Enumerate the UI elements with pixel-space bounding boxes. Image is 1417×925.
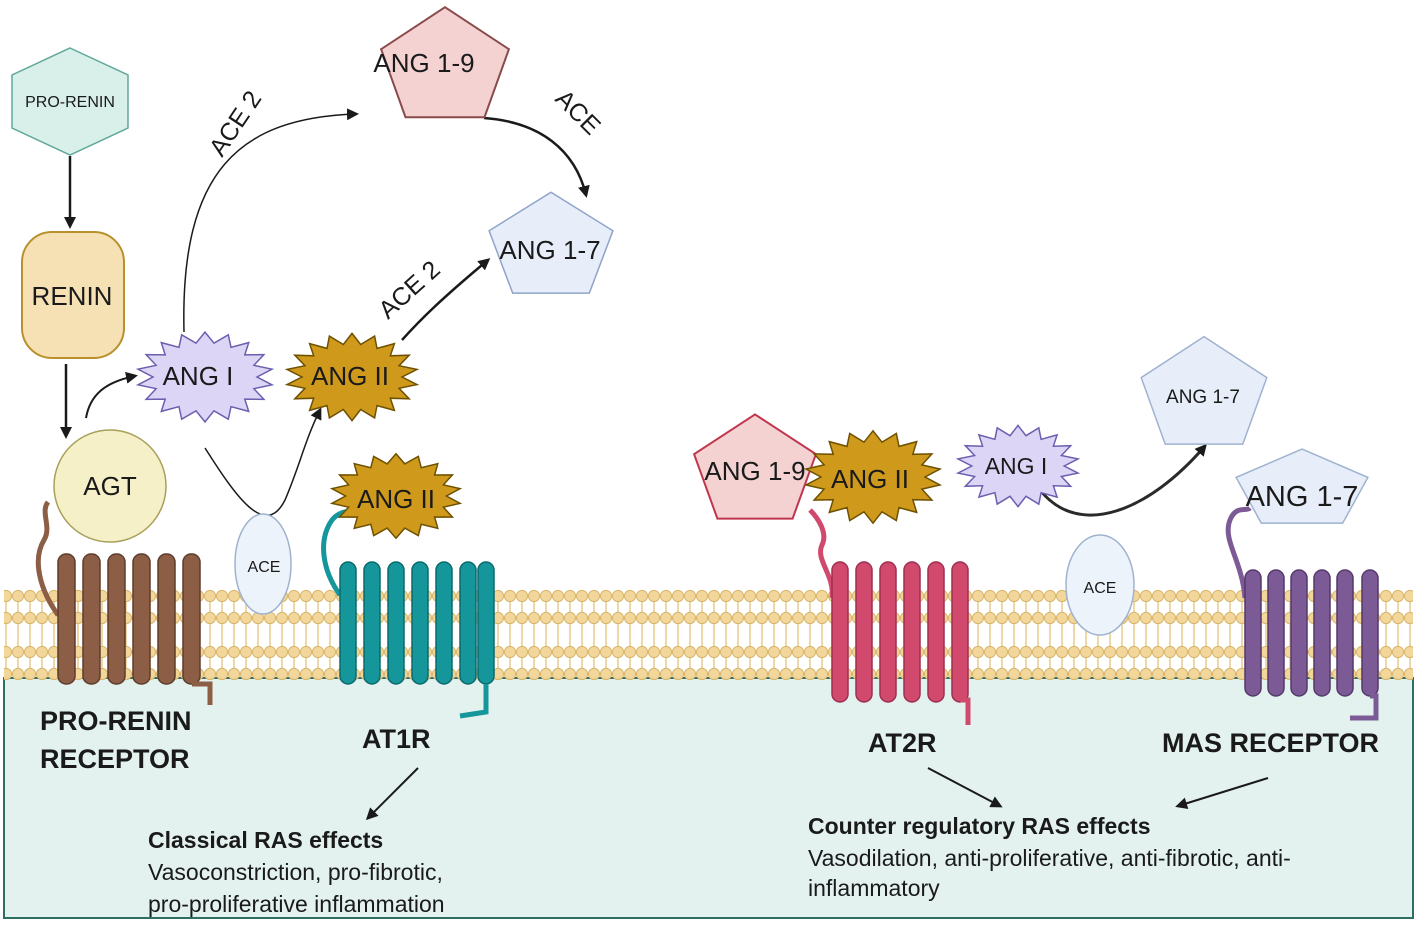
pro-renin-receptor-label-line2: RECEPTOR <box>40 744 190 774</box>
classical-effects-line1: Vasoconstriction, pro-fibrotic, <box>148 859 443 885</box>
ang19-right-pentagon <box>692 413 818 520</box>
ang19-right-label: ANG 1-9 <box>704 456 805 486</box>
renin-label: RENIN <box>32 281 113 311</box>
at1r-receptor <box>321 507 495 719</box>
ace2-lower-label: ACE 2 <box>373 255 445 324</box>
counter-effects-line2: inflammatory <box>808 875 940 901</box>
agt-circle <box>53 429 167 543</box>
arrow-at1r-to-classical <box>365 767 419 821</box>
at2r-label: AT2R <box>868 728 937 758</box>
ang19-top-label: ANG 1-9 <box>373 48 474 78</box>
counter-effects-line1: Vasodilation, anti-proliferative, anti-f… <box>808 845 1291 871</box>
ace-membrane-left-label: ACE <box>248 559 281 576</box>
ang2-right-star <box>803 429 943 525</box>
arrow-at2r-to-counter <box>927 767 1003 808</box>
agt-label: AGT <box>83 471 137 501</box>
pro-renin-hexagon <box>11 47 129 156</box>
ang17-top-pentagon <box>488 191 614 294</box>
arrow-ang1-to-ang2-via-ace <box>204 407 322 516</box>
arrow-agt-to-ang1 <box>85 371 138 419</box>
mas-receptor-label: MAS RECEPTOR <box>1162 728 1379 758</box>
ang1-left-label: ANG I <box>163 361 234 391</box>
pro-renin-receptor <box>35 500 213 705</box>
ang2-left-star <box>284 332 420 422</box>
pro-renin-label: PRO-RENIN <box>25 94 115 111</box>
arrow-ang1-right-to-ang17 <box>1038 443 1207 517</box>
counter-effects-heading: Counter regulatory RAS effects <box>808 813 1151 839</box>
at1r-label: AT1R <box>362 724 431 754</box>
renin-shape <box>21 231 125 359</box>
pro-renin-receptor-label-line1: PRO-RENIN <box>40 706 192 736</box>
ang17-right-pentagon <box>1235 448 1369 524</box>
ang1-right-star <box>955 424 1081 508</box>
ang1-right-label: ANG I <box>985 453 1048 479</box>
ace-membrane-right <box>1065 534 1135 636</box>
arrow-mas-to-counter <box>1175 777 1269 810</box>
arrow-ang19-to-ang17 <box>483 116 590 198</box>
at2r-receptor <box>808 508 971 725</box>
ang17-right-label: ANG 1-7 <box>1246 481 1359 513</box>
ace-upper-label: ACE <box>550 84 606 140</box>
ace2-upper-label: ACE 2 <box>204 86 268 162</box>
ace-membrane-right-label: ACE <box>1084 580 1117 597</box>
ang17-right-top-pentagon <box>1140 335 1268 445</box>
ace-membrane-left <box>234 513 292 615</box>
ang2-at1r-star <box>329 452 463 540</box>
ang2-right-label: ANG II <box>831 464 909 494</box>
ang2-left-label: ANG II <box>311 361 389 391</box>
ang2-at1r-label: ANG II <box>357 484 435 514</box>
arrow-ang1-to-ang19 <box>183 108 359 333</box>
classical-effects-line2: pro-proliferative inflammation <box>148 891 445 917</box>
ang1-left-star <box>135 330 275 424</box>
ang19-top-pentagon <box>379 6 511 119</box>
ang17-right-top-label: ANG 1-7 <box>1166 387 1240 408</box>
cell-membrane <box>4 588 1413 682</box>
arrow-ang2-to-ang17 <box>401 258 491 341</box>
classical-effects-heading: Classical RAS effects <box>148 827 383 853</box>
mas-receptor <box>1225 505 1379 721</box>
ang17-top-label: ANG 1-7 <box>499 235 600 265</box>
